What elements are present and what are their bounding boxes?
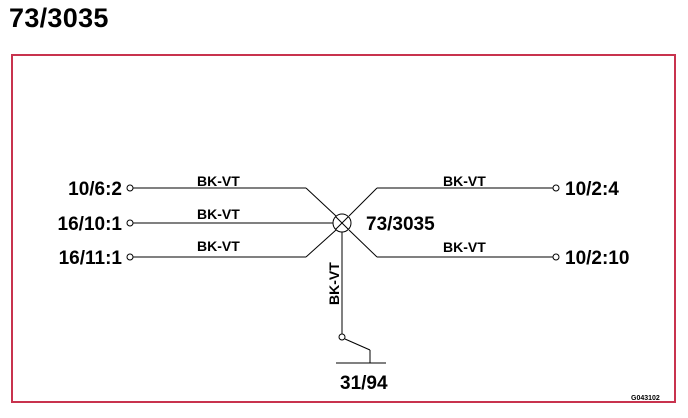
terminal-left-1-icon[interactable] — [126, 184, 134, 192]
drawing-code: G043102 — [631, 395, 660, 402]
right-wire-1: 10/2:4 BK-VT — [348, 173, 619, 217]
terminal-right-1-label: 10/2:4 — [565, 179, 619, 200]
wire-right-1-label: BK-VT — [443, 173, 486, 189]
ground-icon — [336, 338, 386, 364]
left-wire-2: 16/10:1 BK-VT — [58, 206, 333, 235]
terminal-left-2-label: 16/10:1 — [58, 214, 123, 235]
ground-terminal-icon[interactable] — [338, 333, 346, 341]
terminal-right-1-icon[interactable] — [552, 184, 560, 192]
terminal-left-3-label: 16/11:1 — [59, 248, 123, 269]
left-wire-1: 10/6:2 BK-VT — [68, 173, 337, 217]
ground-label: 31/94 — [340, 373, 388, 394]
diagram-frame — [11, 54, 676, 403]
splice-node[interactable]: 73/3035 — [332, 213, 435, 235]
wire-ground-label: BK-VT — [326, 262, 342, 305]
right-wire-2: 10/2:10 BK-VT — [348, 229, 629, 269]
wire-right-2-label: BK-VT — [443, 239, 486, 255]
wire-left-3-label: BK-VT — [197, 238, 240, 254]
wire-left-1-label: BK-VT — [197, 173, 240, 189]
splice-label: 73/3035 — [366, 214, 435, 235]
terminal-right-2-label: 10/2:10 — [565, 248, 629, 269]
terminal-left-1-label: 10/6:2 — [68, 179, 122, 200]
terminal-left-2-icon[interactable] — [126, 219, 134, 227]
wire-left-2-label: BK-VT — [197, 206, 240, 222]
left-wire-3: 16/11:1 BK-VT — [59, 229, 337, 269]
terminal-left-3-icon[interactable] — [126, 253, 134, 261]
page-title: 73/3035 — [9, 3, 109, 33]
ground-wire: BK-VT 31/94 — [326, 232, 388, 394]
terminal-right-2-icon[interactable] — [552, 253, 560, 261]
